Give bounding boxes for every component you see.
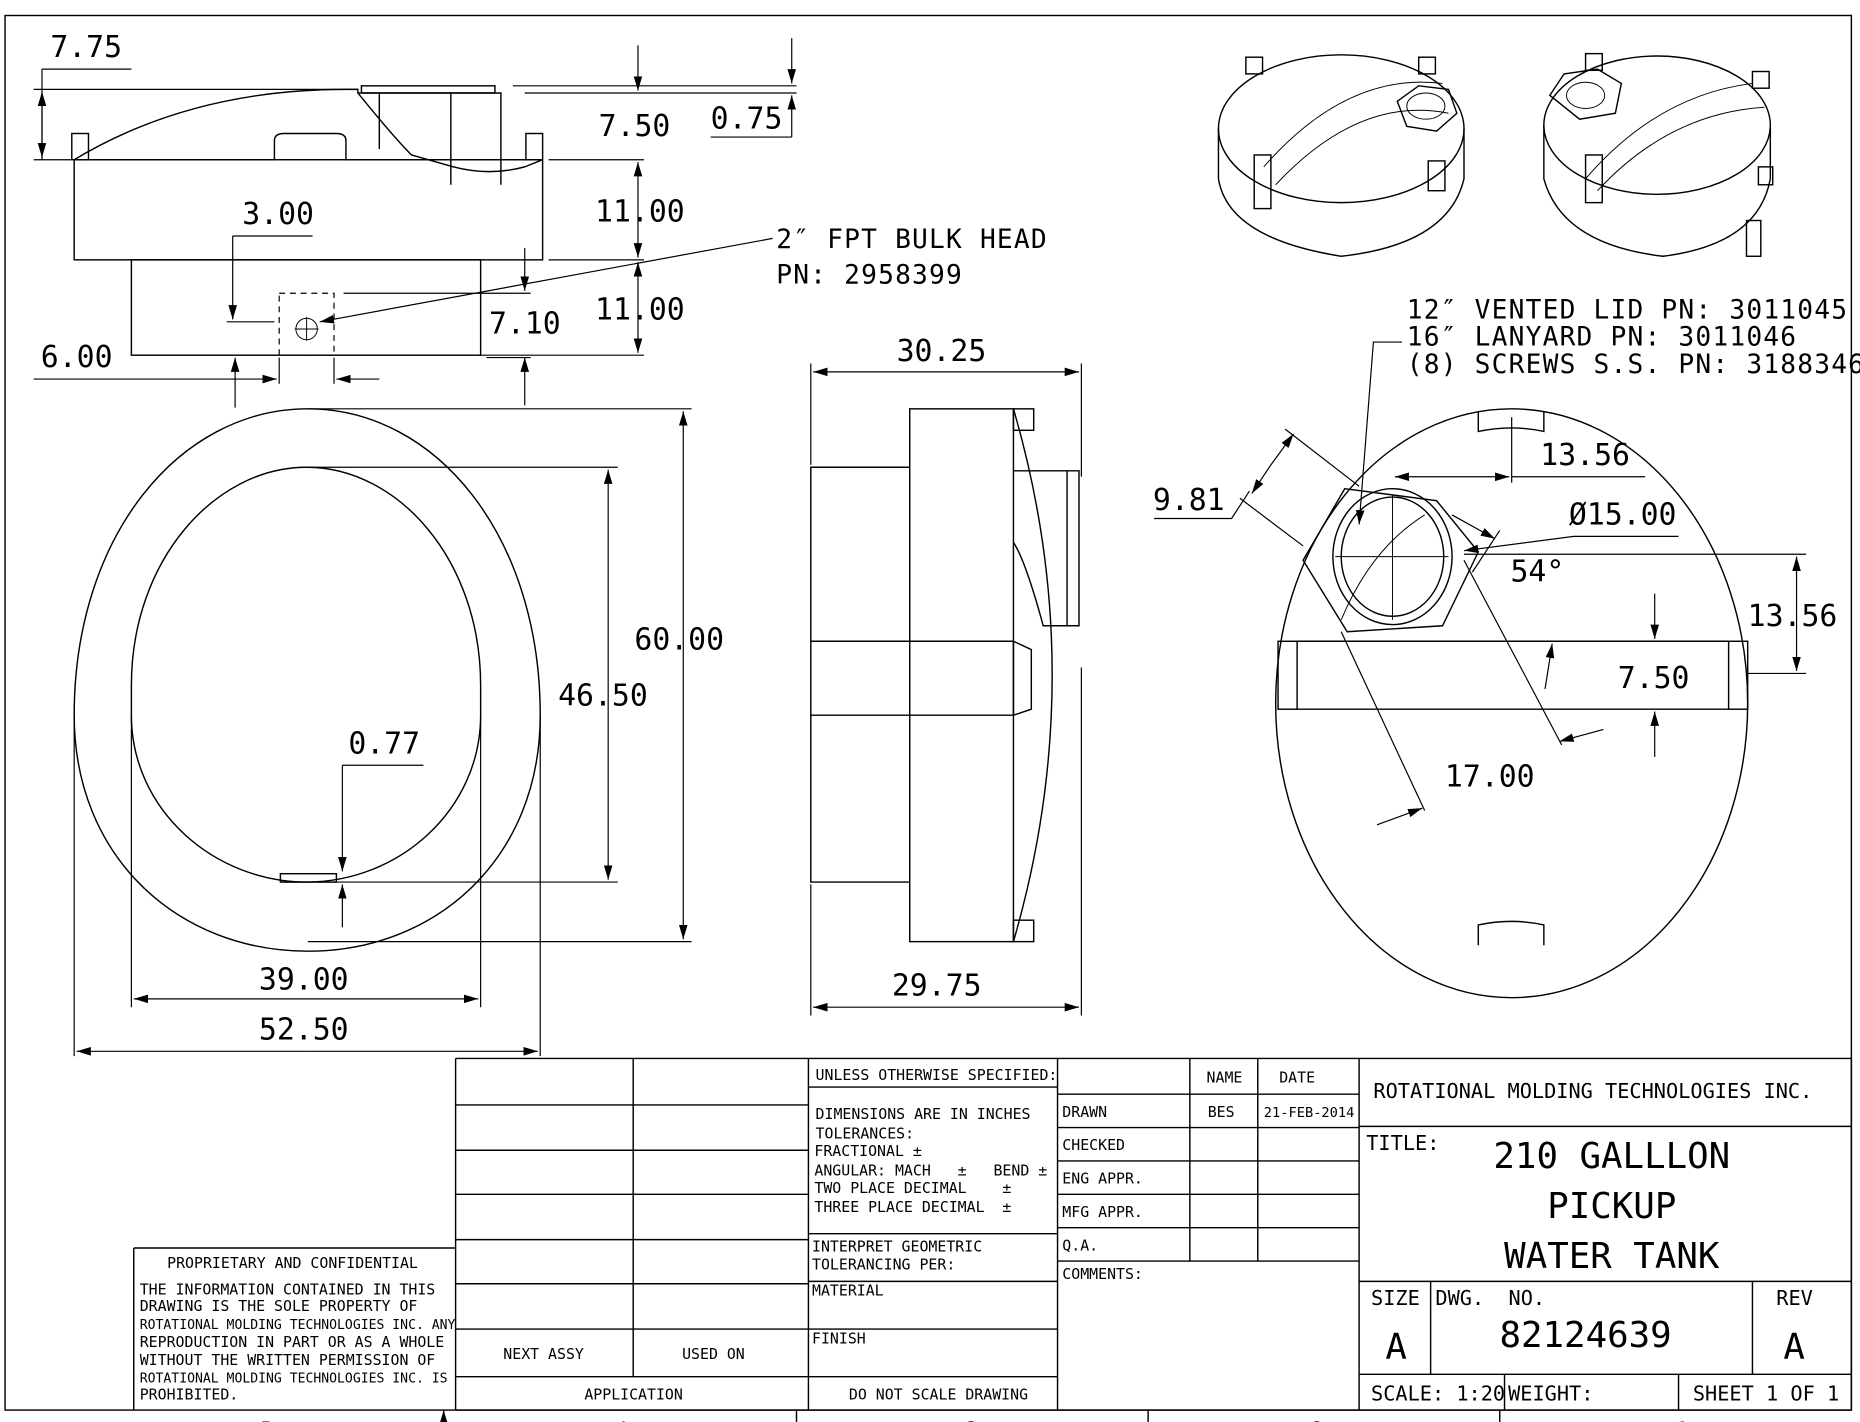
dim-39-00: 39.00 — [259, 962, 349, 997]
proprietary-heading: PROPRIETARY AND CONFIDENTIAL — [167, 1254, 418, 1272]
dim-7-50: 7.50 — [599, 109, 671, 144]
zone-number: 3 — [966, 1417, 978, 1422]
date-header: DATE — [1279, 1068, 1315, 1086]
dim-3-00: 3.00 — [242, 197, 314, 232]
lanyard-callout: 16″ LANYARD PN: 3011046 — [1407, 323, 1797, 353]
weight-label: WEIGHT: — [1508, 1382, 1593, 1406]
bulkhead-callout: 2″ FPT BULK HEAD — [776, 225, 1048, 255]
dim-6-00: 6.00 — [41, 340, 113, 375]
approval-date: 21-FEB-2014 — [1264, 1105, 1355, 1121]
screws-callout: (8) SCREWS S.S. PN: 3188346 — [1407, 350, 1860, 380]
title-line: WATER TANK — [1504, 1236, 1720, 1277]
do-not-scale-label: DO NOT SCALE DRAWING — [849, 1385, 1028, 1403]
dim-52-50: 52.50 — [259, 1012, 349, 1047]
lid-dim-diameter-15-00: Ø15.00 — [1569, 497, 1677, 532]
proprietary-line: WITHOUT THE WRITTEN PERMISSION OF — [140, 1351, 436, 1369]
finish-label: FINISH — [812, 1329, 866, 1347]
unless-specified-label: UNLESS OTHERWISE SPECIFIED: — [816, 1066, 1058, 1084]
title-block: NEXT ASSY USED ON APPLICATION PROPRIETAR… — [133, 1057, 1853, 1411]
name-header: NAME — [1207, 1068, 1243, 1086]
material-label: MATERIAL — [812, 1282, 884, 1300]
approval-label: ENG APPR. — [1062, 1170, 1143, 1188]
lid-dim-7-50: 7.50 — [1618, 661, 1690, 696]
tolerance-line: TOLERANCES: — [816, 1124, 915, 1142]
next-assy-label: NEXT ASSY — [503, 1345, 584, 1363]
dim-29-75: 29.75 — [892, 968, 982, 1003]
dim-11-00-lower: 11.00 — [595, 292, 685, 327]
plan-view: 60.00 46.50 0.77 39.00 52.50 — [73, 408, 724, 1057]
approval-label: DRAWN — [1062, 1103, 1107, 1121]
size-value: A — [1385, 1327, 1407, 1368]
interpret-line: INTERPRET GEOMETRIC — [812, 1238, 982, 1256]
tolerance-line: THREE PLACE DECIMAL ± — [814, 1198, 1011, 1216]
proprietary-line: ROTATIONAL MOLDING TECHNOLOGIES INC. IS — [140, 1372, 448, 1387]
title-label: TITLE: — [1366, 1131, 1439, 1155]
zone-number: 1 — [1676, 1417, 1688, 1422]
approval-label: Q.A. — [1062, 1236, 1098, 1254]
comments-label: COMMENTS: — [1062, 1265, 1143, 1283]
drawing-number: 82124639 — [1499, 1315, 1671, 1356]
tolerance-line: FRACTIONAL ± — [814, 1142, 922, 1160]
dim-0-77: 0.77 — [348, 726, 420, 761]
interpret-line: TOLERANCING PER: — [812, 1255, 955, 1273]
dim-7-10: 7.10 — [489, 307, 561, 342]
side-view: 30.25 29.75 — [810, 334, 1082, 1016]
proprietary-line: ROTATIONAL MOLDING TECHNOLOGIES INC. ANY — [140, 1318, 456, 1333]
tolerance-line: ANGULAR: MACH ± BEND ± — [814, 1161, 1047, 1179]
proprietary-line: DRAWING IS THE SOLE PROPERTY OF — [140, 1297, 418, 1315]
zone-number: 2 — [1311, 1417, 1323, 1422]
elevation-view: 7.75 7.50 0.75 11.00 11.00 3.00 2″ FPT B… — [33, 30, 1048, 408]
proprietary-line: THE INFORMATION CONTAINED IN THIS — [140, 1280, 436, 1298]
tolerance-line: TWO PLACE DECIMAL ± — [814, 1179, 1011, 1197]
zone-number: 5 — [260, 1417, 272, 1422]
isometric-view-left — [1217, 54, 1465, 257]
zone-markers: 5 4 3 2 1 — [260, 1410, 1688, 1422]
proprietary-line: REPRODUCTION IN PART OR AS A WHOLE — [140, 1333, 445, 1351]
lid-callout: 12″ VENTED LID PN: 3011045 — [1407, 295, 1848, 325]
dwg-no-label: DWG. NO. — [1435, 1286, 1545, 1310]
bulkhead-part-number: PN: 2958399 — [776, 261, 963, 291]
lid-dim-54-degrees: 54° — [1510, 555, 1564, 590]
dim-0-75: 0.75 — [711, 102, 783, 137]
used-on-label: USED ON — [682, 1345, 745, 1363]
approval-label: MFG APPR. — [1062, 1203, 1143, 1221]
proprietary-line: PROHIBITED. — [140, 1385, 239, 1403]
approval-label: CHECKED — [1062, 1136, 1125, 1154]
title-line: PICKUP — [1547, 1186, 1676, 1227]
dim-11-00-upper: 11.00 — [595, 195, 685, 230]
lid-plan-view: 12″ VENTED LID PN: 3011045 16″ LANYARD P… — [1153, 295, 1860, 999]
lid-dim-13-56-horizontal: 13.56 — [1540, 438, 1630, 473]
zone-number: 4 — [615, 1417, 627, 1422]
isometric-view-right — [1543, 52, 1774, 257]
title-line: 210 GALLLON — [1493, 1136, 1730, 1177]
lid-dim-13-56-vertical: 13.56 — [1748, 599, 1838, 634]
company-name: ROTATIONAL MOLDING TECHNOLOGIES INC. — [1373, 1079, 1812, 1103]
rev-label: REV — [1776, 1286, 1813, 1310]
tolerance-line: DIMENSIONS ARE IN INCHES — [816, 1105, 1031, 1123]
application-label: APPLICATION — [584, 1385, 683, 1403]
sheet-label: SHEET 1 OF 1 — [1693, 1382, 1839, 1406]
approval-name: BES — [1208, 1103, 1235, 1121]
scale-label: SCALE: 1:20 — [1371, 1382, 1505, 1406]
lid-dim-17-00: 17.00 — [1445, 760, 1535, 795]
dim-46-50: 46.50 — [558, 679, 648, 714]
dim-60-00: 60.00 — [634, 623, 724, 658]
dim-30-25: 30.25 — [897, 334, 987, 369]
dim-7-75: 7.75 — [50, 30, 122, 65]
rev-value: A — [1783, 1327, 1805, 1368]
lid-dim-9-81: 9.81 — [1153, 483, 1225, 518]
size-label: SIZE — [1371, 1286, 1420, 1310]
